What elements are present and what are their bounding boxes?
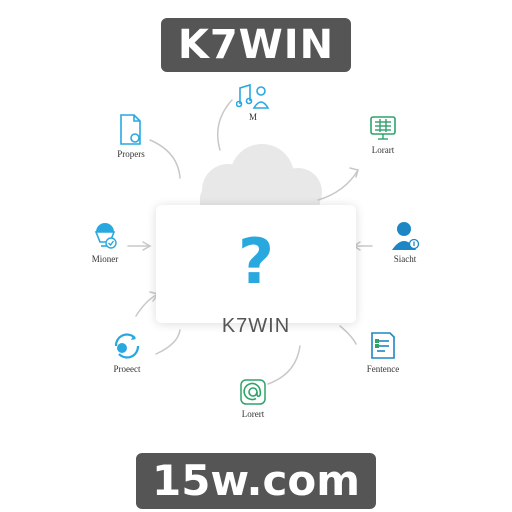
refresh-icon: [114, 333, 140, 359]
connector-bottom-right: [339, 325, 357, 345]
bottom-banner: 15w.com: [136, 453, 376, 509]
node-m: M: [208, 80, 298, 122]
node-label-lorert: Lorert: [241, 409, 265, 419]
node-siacht: Siacht: [360, 220, 450, 264]
list-document-icon: [371, 332, 395, 359]
lightbulb-icon: [94, 223, 117, 249]
connector-bottom: [267, 345, 301, 385]
center-label: K7WIN: [221, 315, 291, 337]
node-label-mioner: Mioner: [91, 254, 119, 264]
connector-top: [217, 99, 233, 151]
arrow-head-left: [142, 241, 152, 251]
question-mark-icon: ?: [238, 225, 274, 298]
at-sign-icon: [240, 379, 266, 405]
node-proeect: Proeect: [82, 330, 172, 374]
node-propers: Propers: [86, 113, 176, 159]
center-card: ? K7WIN: [156, 205, 356, 337]
node-label-lorart: Lorart: [371, 145, 395, 155]
node-label-m: M: [248, 112, 257, 122]
node-label-fentence: Fentence: [366, 364, 400, 374]
arrow-head-top-right: [349, 167, 359, 178]
node-mioner: Mioner: [60, 220, 150, 264]
node-label-propers: Propers: [117, 149, 145, 159]
node-lorert: Lorert: [208, 377, 298, 419]
top-banner: K7WIN: [161, 18, 351, 72]
node-label-proeect: Proeect: [113, 364, 141, 374]
connector-bottom-left: [135, 293, 159, 317]
music-person-icon: [236, 83, 270, 109]
user-icon: [392, 222, 420, 250]
monitor-icon: [370, 116, 396, 140]
node-fentence: Fentence: [338, 330, 428, 374]
connector-top-right: [317, 169, 359, 201]
document-icon: [120, 114, 141, 145]
node-lorart: Lorart: [338, 115, 428, 155]
connector-bottom-left-2: [155, 329, 181, 355]
node-label-siacht: Siacht: [393, 254, 417, 264]
connector-top-left: [149, 139, 181, 179]
